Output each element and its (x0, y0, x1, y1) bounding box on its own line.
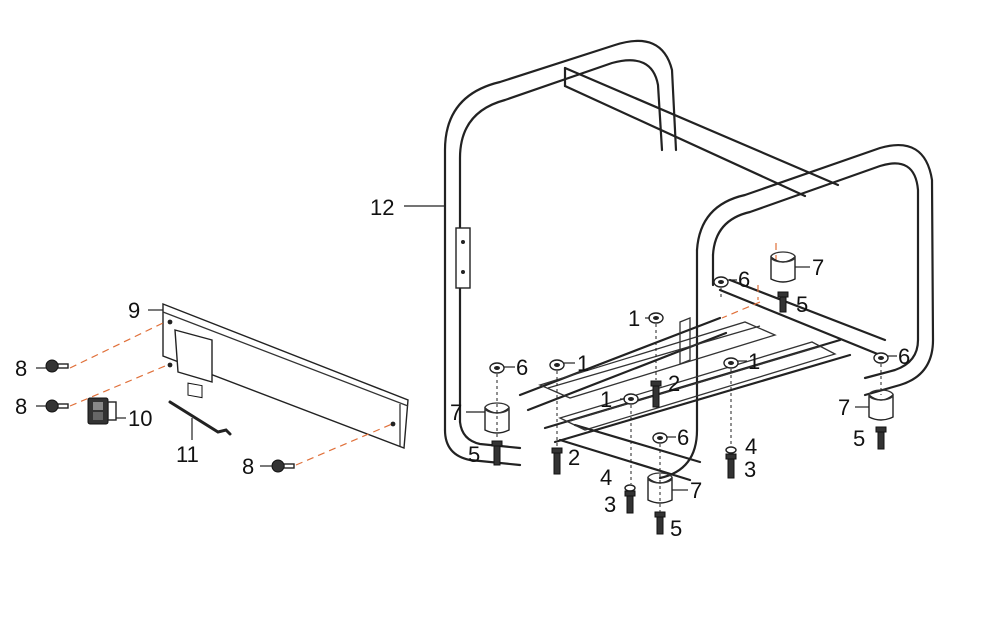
leader-lines (36, 205, 897, 491)
callout-12: 12 (370, 195, 394, 220)
callout-7-front: 7 (690, 478, 702, 503)
callout-3-front: 3 (604, 492, 616, 517)
callout-10: 10 (128, 406, 152, 431)
callout-6-right: 6 (898, 344, 910, 369)
callout-4-front: 4 (600, 465, 612, 490)
callout-4-right: 4 (745, 434, 757, 459)
callout-6-front: 6 (677, 425, 689, 450)
rubber-feet-part-7 (484, 251, 894, 504)
callout-5-left: 5 (468, 442, 480, 467)
callout-5-rear: 5 (796, 292, 808, 317)
callout-9: 9 (128, 298, 140, 323)
bolts (491, 291, 887, 535)
callout-1-right: 1 (748, 349, 760, 374)
switch-part-10 (87, 397, 117, 425)
callout-5-right: 5 (853, 426, 865, 451)
callout-5-front: 5 (670, 516, 682, 541)
callout-6-left: 6 (516, 355, 528, 380)
callout-6-rear: 6 (738, 267, 750, 292)
callout-8-upper: 8 (15, 356, 27, 381)
callout-7-right: 7 (838, 395, 850, 420)
callout-8-right: 8 (242, 454, 254, 479)
callout-7-rear: 7 (812, 255, 824, 280)
callout-2-lower: 2 (568, 445, 580, 470)
side-panel (162, 302, 409, 449)
frame-tube (443, 39, 935, 482)
callout-3-right: 3 (744, 457, 756, 482)
callout-1-top: 1 (628, 306, 640, 331)
callout-1-mid: 1 (600, 387, 612, 412)
callout-2-upper: 2 (668, 371, 680, 396)
callout-1-left: 1 (577, 351, 589, 376)
callout-8-lower: 8 (15, 394, 27, 419)
callout-7-left: 7 (450, 400, 462, 425)
key-part-11 (168, 400, 232, 436)
callout-11: 11 (176, 442, 199, 467)
